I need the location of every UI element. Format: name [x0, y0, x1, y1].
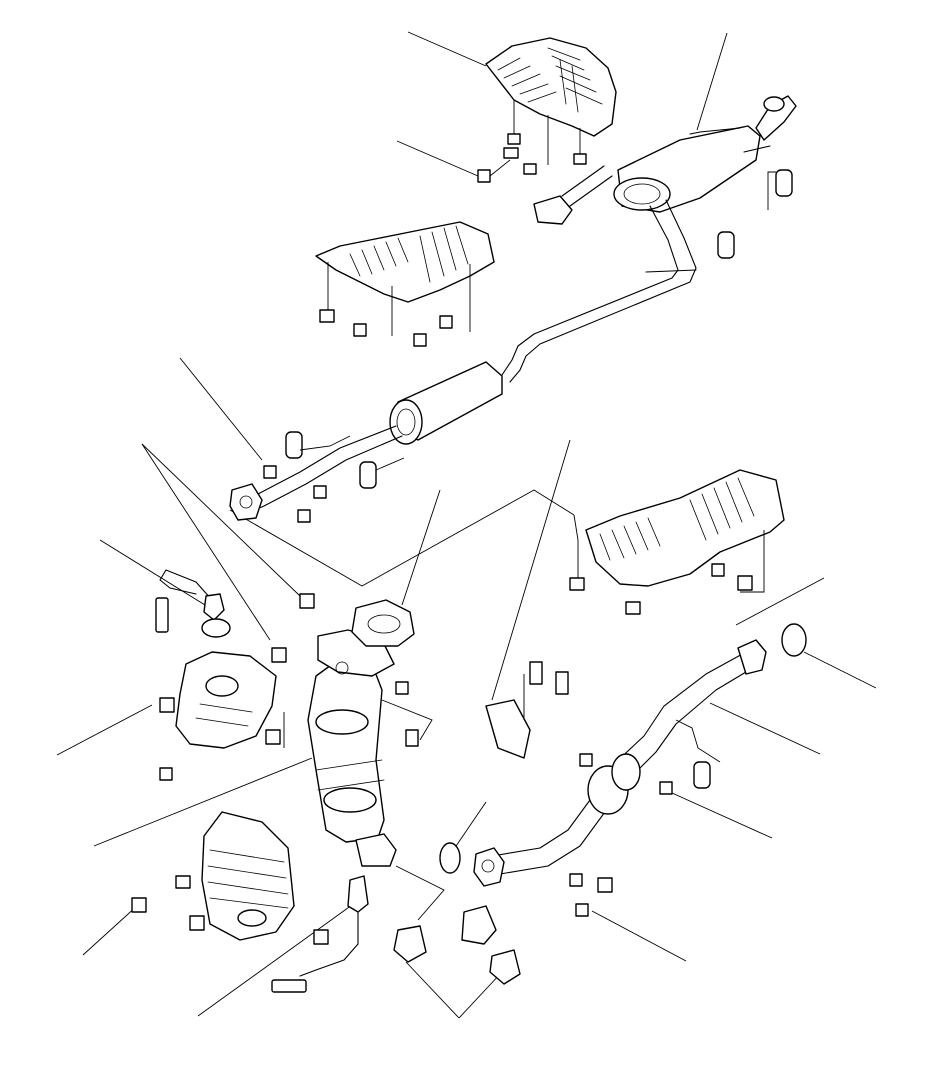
lower-left-heat-shield [131, 811, 329, 945]
small-parts [393, 842, 521, 985]
resonator [229, 361, 503, 523]
middle-heat-shield [315, 221, 495, 347]
oxygen-sensor-upper [155, 569, 231, 638]
front-pipe [473, 623, 807, 917]
lower-right-heat-shield [569, 469, 785, 615]
main-pipe [499, 199, 697, 383]
leader-lines [56, 31, 877, 1019]
upper-heat-shield [477, 37, 617, 183]
muffler [533, 95, 797, 259]
manifold-heat-shield [159, 651, 285, 781]
catalytic-converter [271, 593, 433, 867]
oxygen-sensor-lower [271, 875, 369, 993]
